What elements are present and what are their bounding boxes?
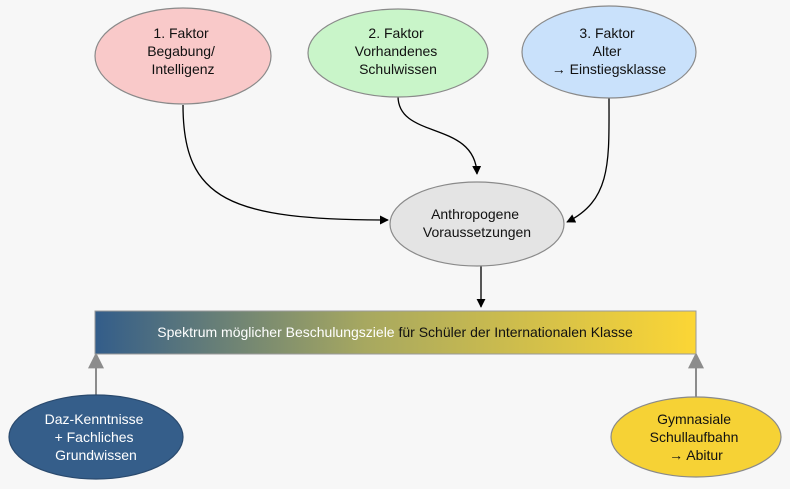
node-center-label: Anthropogene Voraussetzungen — [423, 206, 531, 240]
node-bottom-left: Daz-Kenntnisse + Fachliches Grundwissen — [8, 394, 184, 480]
edge-factor1-to-center — [182, 104, 389, 225]
node-bottom-right: Gymnasiale Schullaufbahn → Abitur — [610, 396, 782, 478]
node-factor3: 3. Faktor Alter → Einstiegsklasse — [521, 5, 697, 99]
spectrum-bar: Spektrum möglicher Beschulungsziele für … — [94, 310, 697, 355]
node-factor3-label: 3. Faktor Alter → Einstiegsklasse — [552, 25, 667, 77]
node-bottom-right-label: Gymnasiale Schullaufbahn → Abitur — [650, 411, 743, 463]
node-bottom-left-label: Daz-Kenntnisse + Fachliches Grundwissen — [45, 411, 148, 463]
node-factor2-label: 2. Faktor Vorhandenes Schulwissen — [355, 25, 441, 77]
spectrum-bar-label: Spektrum möglicher Beschulungsziele für … — [157, 324, 633, 340]
node-factor2: 2. Faktor Vorhandenes Schulwissen — [307, 8, 489, 98]
node-factor1: 1. Faktor Begabung/ Intelligenz — [94, 7, 272, 105]
node-center: Anthropogene Voraussetzungen — [389, 181, 565, 267]
node-factor1-label: 1. Faktor Begabung/ Intelligenz — [147, 25, 219, 77]
edge-factor3-to-center — [566, 97, 610, 223]
edge-factor2-to-center — [397, 95, 482, 175]
